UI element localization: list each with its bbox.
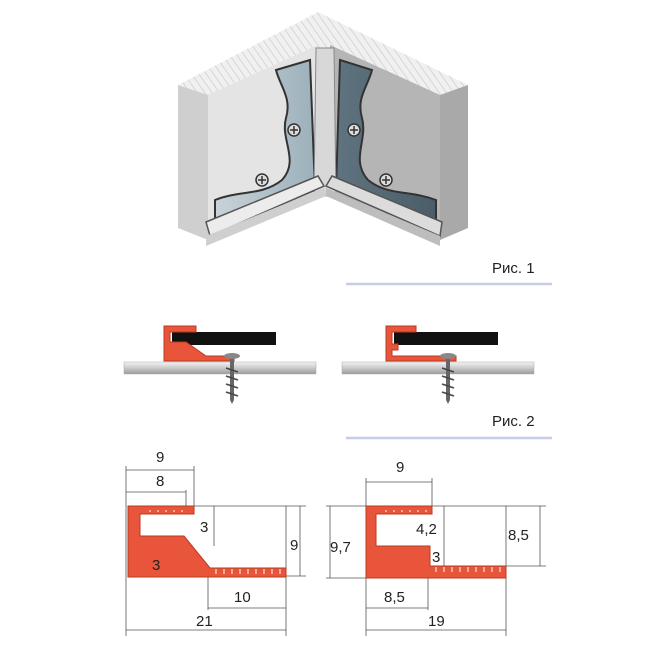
install-section-right — [341, 325, 535, 404]
dim-top-width: 9 — [156, 449, 164, 466]
dim-right-height: 8,5 — [508, 527, 529, 544]
left-wall-edge — [178, 85, 208, 240]
tile-block — [394, 332, 498, 345]
profile-section — [163, 325, 235, 362]
figure-1-caption: Рис. 1 — [492, 260, 535, 277]
dim-step-height: 3 — [432, 549, 440, 566]
dimension-drawing-right — [326, 478, 546, 636]
screw-icon — [287, 123, 301, 137]
right-wall-edge — [440, 85, 468, 240]
dim-inner-width: 8 — [156, 473, 164, 490]
figure-2-caption: Рис. 2 — [492, 413, 535, 430]
corner-illustration — [178, 12, 468, 246]
dim-inner-height: 4,2 — [416, 521, 437, 538]
tile-block — [172, 332, 276, 345]
profile-ribs-right — [385, 510, 501, 572]
left-rail-base — [206, 188, 326, 246]
right-rail-base — [326, 188, 440, 246]
screw-icon — [379, 173, 393, 187]
dim-total-length: 19 — [428, 613, 445, 630]
left-bottom-rail — [205, 175, 326, 238]
dim-total-height: 9 — [290, 537, 298, 554]
screw-icon — [440, 353, 456, 404]
profile-drawing-right — [365, 505, 507, 579]
profile-ribs-left — [149, 510, 281, 574]
dim-total-height: 9,7 — [330, 539, 351, 556]
screw-icon — [347, 123, 361, 137]
dimension-drawing-left — [125, 466, 306, 636]
dim-base-length: 10 — [234, 589, 251, 606]
screw-icon — [255, 173, 269, 187]
dim-total-length: 21 — [196, 613, 213, 630]
screw-icon — [224, 353, 240, 404]
base-surface — [123, 361, 317, 375]
profile-drawing-left — [127, 505, 287, 578]
install-section-left — [123, 325, 317, 404]
dim-top-width: 9 — [396, 459, 404, 476]
dim-lip-height: 3 — [200, 519, 208, 536]
corner-post — [313, 47, 337, 197]
dim-inner-length: 8,5 — [384, 589, 405, 606]
dim-step-height: 3 — [152, 557, 160, 574]
base-surface — [341, 361, 535, 375]
